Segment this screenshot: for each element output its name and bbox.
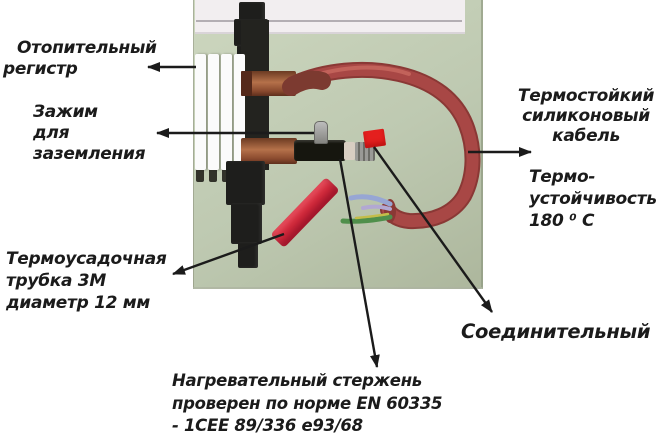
lower-bracket-1 <box>226 161 265 205</box>
pipe-cap <box>241 71 252 96</box>
fin-foot <box>209 168 217 182</box>
copper-pipe-bottom <box>241 138 297 164</box>
label-line: - 1CEE 89/336 e93/68 <box>172 416 363 435</box>
label-line: Зажим <box>33 102 98 122</box>
heating-rod <box>294 140 346 161</box>
fin-foot <box>196 168 204 182</box>
label-heating-register: Отопительный регистр <box>3 38 157 80</box>
label-line: кабель <box>552 126 620 146</box>
label-line: Нагревательный стержень <box>172 371 422 390</box>
label-thermal-resistance: Термо- устойчивость 180 ⁰ С <box>529 166 657 232</box>
register-fin <box>234 54 245 170</box>
grounding-clamp <box>314 121 328 144</box>
label-line: 180 ⁰ С <box>529 211 595 231</box>
cable-sleeve <box>282 70 331 96</box>
wire-lavender <box>361 204 392 211</box>
ceramic-ring <box>344 142 355 160</box>
top-bracket <box>239 2 265 21</box>
panel-groove <box>196 20 462 22</box>
label-line: Термоусадочная <box>6 249 167 269</box>
label-line: Термо- <box>529 167 596 187</box>
label-line: Соединительный <box>461 320 651 343</box>
label-line: диаметр 12 мм <box>6 293 150 313</box>
register-fin <box>195 54 206 170</box>
label-line: устойчивость <box>529 189 657 209</box>
label-line: Отопительный <box>17 38 157 58</box>
label-line: трубка 3М <box>6 271 106 291</box>
label-line: для <box>33 123 70 143</box>
register-fin <box>208 54 219 170</box>
register-fin <box>221 54 232 170</box>
wire-blue <box>348 194 393 207</box>
label-ground-clamp: Зажим для заземления <box>33 102 146 165</box>
label-line: регистр <box>3 59 78 79</box>
label-shrink-tube: Термоусадочная трубка 3М диаметр 12 мм <box>6 248 167 314</box>
label-line: проверен по норме EN 60335 <box>172 393 443 413</box>
label-heating-rod: Нагревательный стержень проверен по норм… <box>172 370 443 438</box>
cable-svg <box>282 61 481 230</box>
label-silicone-cable: Термостойкий силиконовый кабель <box>500 86 670 146</box>
red-marker-tag <box>362 128 387 149</box>
label-line: заземления <box>33 144 146 164</box>
label-line: Термостойкий <box>517 86 655 106</box>
label-line: силиконовый <box>522 106 650 126</box>
photo-heating-element <box>193 0 483 289</box>
label-connector: Соединительный <box>461 320 651 343</box>
